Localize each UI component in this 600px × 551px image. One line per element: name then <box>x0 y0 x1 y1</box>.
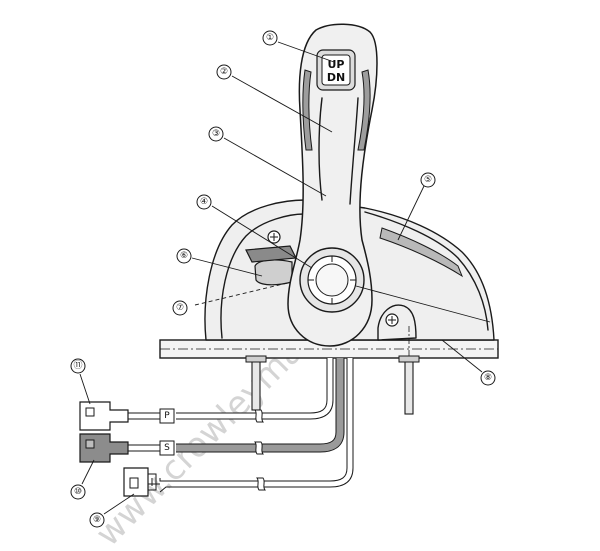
callout-4: ④ <box>196 194 212 210</box>
bolt-left-nut <box>245 355 267 363</box>
svg-text:④: ④ <box>200 197 208 207</box>
svg-text:①: ① <box>266 33 274 43</box>
svg-text:⑩: ⑩ <box>74 487 82 497</box>
svg-text:②: ② <box>220 67 228 77</box>
cable-break-mark-1 <box>254 409 264 423</box>
handle-inner-contour <box>318 97 359 205</box>
bolt-left <box>251 357 261 411</box>
cable-tag-s-label: S <box>164 443 170 453</box>
p-wire-split <box>128 412 160 420</box>
callout-8: ⑧ <box>480 370 496 386</box>
leader-11 <box>79 373 91 405</box>
connector-s-latch <box>85 439 95 449</box>
bolt-right <box>404 357 414 415</box>
trim-button <box>321 54 351 86</box>
housing-shaded-band <box>379 227 464 278</box>
cable-tag-s <box>159 440 175 456</box>
callout-3: ③ <box>208 126 224 142</box>
callout-7: ⑦ <box>172 300 188 316</box>
mount-screw-cross <box>388 316 396 324</box>
svg-text:⑤: ⑤ <box>424 175 432 185</box>
callout-5: ⑤ <box>420 172 436 188</box>
leader-6 <box>191 257 263 277</box>
svg-text:⑦: ⑦ <box>176 303 184 313</box>
connector-p-latch <box>85 407 95 417</box>
neutral-lock-lever <box>254 259 293 286</box>
s-wire-split <box>128 444 160 452</box>
connector-trim-latch <box>129 477 139 489</box>
cable-break-mark-3 <box>256 477 266 491</box>
callout-2: ② <box>216 64 232 80</box>
connector-trim-pins <box>148 473 157 491</box>
leader-2 <box>231 75 333 133</box>
svg-text:⑪: ⑪ <box>73 360 82 371</box>
neutral-line <box>194 279 301 306</box>
leader-1 <box>277 41 335 63</box>
handle-grip-shade-left <box>302 69 313 151</box>
trim-dn-label: DN <box>327 71 345 84</box>
pivot-hub-inner <box>315 263 349 297</box>
callout-6: ⑥ <box>176 248 192 264</box>
cable-s-core <box>176 358 344 452</box>
cable-p-core <box>176 358 333 419</box>
leader-8 <box>441 339 483 373</box>
trim-up-label: UP <box>328 58 345 71</box>
leader-long <box>355 285 491 323</box>
handle-grip-shade-right <box>357 69 371 151</box>
svg-text:⑥: ⑥ <box>180 251 188 261</box>
cable-trim-core <box>180 358 353 487</box>
leader-5 <box>397 185 425 241</box>
cable-break-mark-2 <box>254 441 264 455</box>
svg-text:③: ③ <box>212 129 220 139</box>
leader-9 <box>103 493 135 515</box>
friction-screw-cross <box>270 233 278 241</box>
cable-tag-p <box>159 408 175 424</box>
callout-10: ⑩ <box>70 484 86 500</box>
leader-4 <box>211 205 313 269</box>
svg-text:⑧: ⑧ <box>484 373 492 383</box>
housing-bevel <box>220 213 305 339</box>
housing-top-ridge <box>364 211 489 331</box>
bolt-right-nut <box>398 355 420 363</box>
cable-tag-p-label: P <box>164 411 170 421</box>
leader-10 <box>81 459 95 485</box>
callout-1: ① <box>262 30 278 46</box>
svg-text:⑨: ⑨ <box>93 515 101 525</box>
trim-wire-split <box>148 478 180 493</box>
leader-3 <box>223 137 327 197</box>
callout-11: ⑪ <box>70 358 86 374</box>
callout-9: ⑨ <box>89 512 105 528</box>
